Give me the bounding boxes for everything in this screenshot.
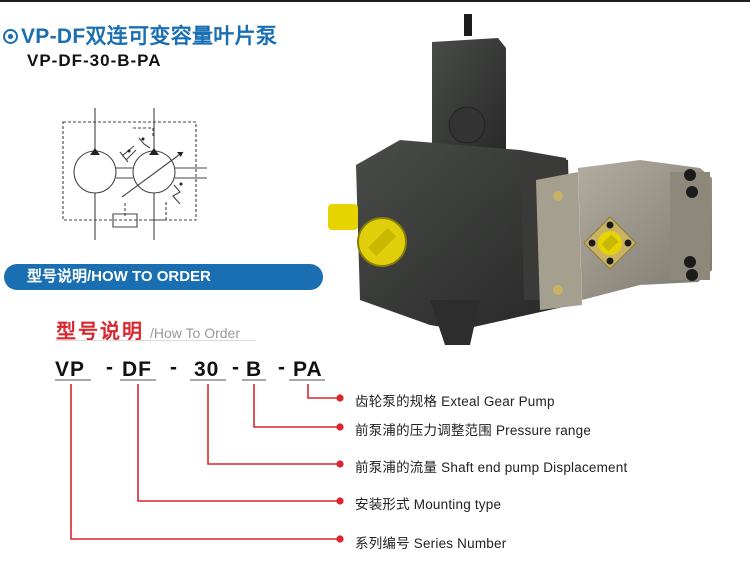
heading-en: /How To Order xyxy=(150,325,240,341)
code-dash: - xyxy=(278,356,285,379)
segment-underline xyxy=(289,379,325,381)
legend-item-gear-pump: 齿轮泵的规格 Exteal Gear Pump xyxy=(355,390,555,410)
code-segment-pa: PA xyxy=(293,358,323,381)
code-segment-vp: VP xyxy=(55,358,86,381)
legend-cn: 安装形式 xyxy=(355,497,410,512)
code-segment-df: DF xyxy=(122,358,152,381)
page-title: VP-DF双连可变容量叶片泵 xyxy=(3,20,277,50)
segment-underline xyxy=(242,379,266,381)
model-code: VP-DF-30-B-PA xyxy=(27,51,162,70)
legend-en: Series Number xyxy=(413,536,507,551)
legend-en: Mounting type xyxy=(413,497,502,512)
circle-dot-icon xyxy=(3,29,18,44)
heading-underline xyxy=(56,340,256,341)
top-border xyxy=(0,0,750,2)
code-dash: - xyxy=(106,356,113,379)
pump-product-photo xyxy=(328,14,712,345)
heading-cn: 型号说明 xyxy=(56,321,144,343)
code-segment-b: B xyxy=(246,358,263,381)
segment-underline xyxy=(190,379,226,381)
legend-en: Pressure range xyxy=(495,423,592,438)
segment-underline xyxy=(55,379,91,381)
code-segment-30: 30 xyxy=(194,358,220,381)
legend-item-mounting-type: 安装形式 Mounting type xyxy=(355,493,501,513)
legend-item-pressure-range: 前泵浦的压力调整范围 Pressure range xyxy=(355,419,591,439)
legend-cn: 前泵浦的压力调整范围 xyxy=(355,423,492,438)
legend-en: Exteal Gear Pump xyxy=(441,394,555,409)
legend-item-series-number: 系列编号 Series Number xyxy=(355,532,506,552)
how-to-order-heading: 型号说明/How To Order xyxy=(56,315,240,344)
legend-cn: 前泵浦的流量 xyxy=(355,460,438,475)
page-title-text: VP-DF双连可变容量叶片泵 xyxy=(21,25,278,48)
code-dash: - xyxy=(170,356,177,379)
legend-en: Shaft end pump Displacement xyxy=(441,460,628,475)
legend-cn: 齿轮泵的规格 xyxy=(355,394,438,409)
legend-cn: 系列编号 xyxy=(355,536,410,551)
segment-underline xyxy=(120,379,156,381)
legend-item-displacement: 前泵浦的流量 Shaft end pump Displacement xyxy=(355,456,627,476)
hydraulic-schematic-icon xyxy=(62,108,207,240)
code-dash: - xyxy=(232,356,239,379)
how-to-order-banner: 型号说明/HOW TO ORDER xyxy=(4,264,323,290)
